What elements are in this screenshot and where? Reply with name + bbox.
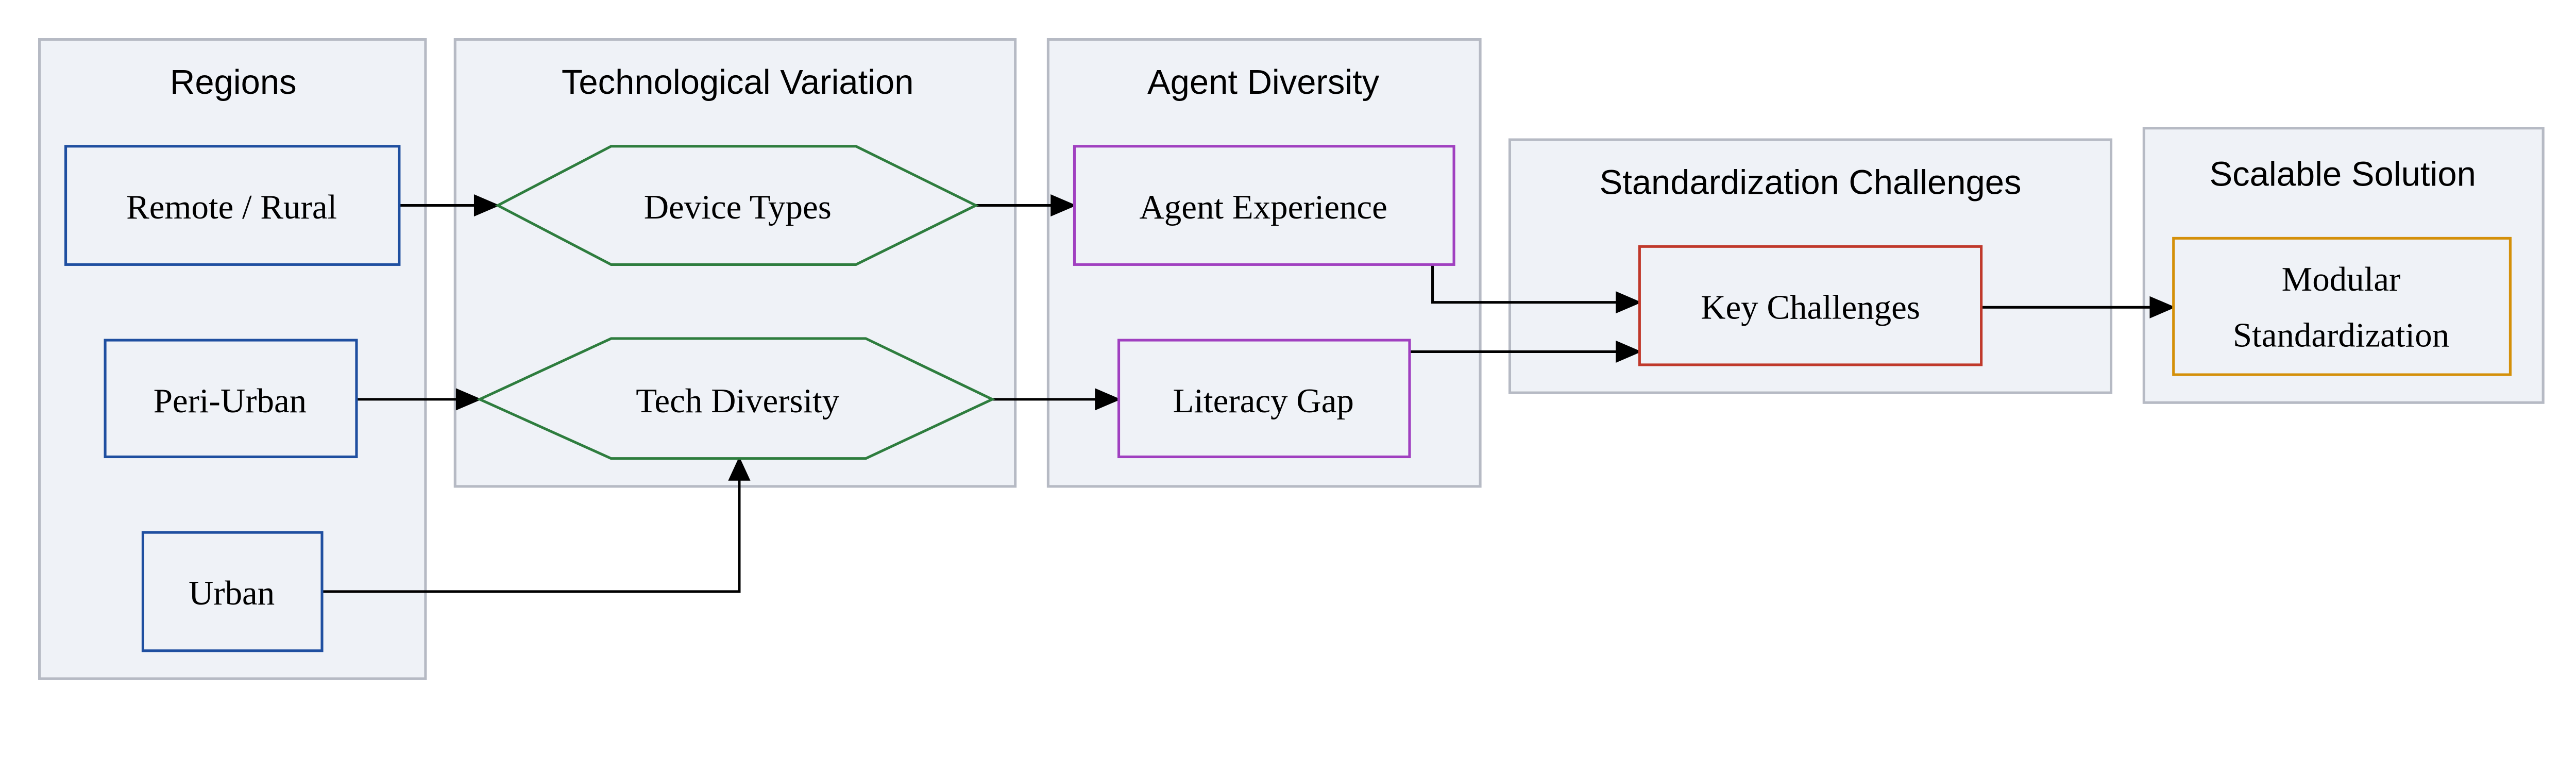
node-label: Urban bbox=[189, 574, 275, 612]
diagram: Regions Technological Variation Agent Di… bbox=[38, 38, 2545, 680]
node-label-line-2: Standardization bbox=[2233, 316, 2449, 355]
node-label: Peri-Urban bbox=[154, 382, 307, 420]
node-label: Key Challenges bbox=[1701, 288, 1920, 326]
node-label: Remote / Rural bbox=[126, 188, 337, 226]
node-label: Agent Experience bbox=[1139, 188, 1387, 226]
node-urban: Urban bbox=[141, 531, 324, 652]
edge-literacy-to-key bbox=[1409, 340, 1642, 363]
node-label: Tech Diversity bbox=[636, 382, 840, 420]
edge-device-to-agentexp bbox=[976, 194, 1077, 217]
node-label: Device Types bbox=[644, 188, 832, 226]
cluster-title-regions: Regions bbox=[170, 63, 297, 102]
node-remote-rural: Remote / Rural bbox=[64, 145, 401, 266]
node-agent-experience: Agent Experience bbox=[1073, 145, 1455, 266]
node-literacy-gap: Literacy Gap bbox=[1117, 339, 1411, 459]
node-tech-diversity: Tech Diversity bbox=[476, 337, 995, 460]
cluster-title-agent: Agent Diversity bbox=[1147, 63, 1380, 102]
edge-techdiv-to-literacy bbox=[992, 388, 1121, 411]
node-peri-urban: Peri-Urban bbox=[104, 339, 358, 459]
node-device-types: Device Types bbox=[495, 145, 979, 266]
cluster-title-tech: Technological Variation bbox=[562, 63, 914, 102]
node-key-challenges: Key Challenges bbox=[1638, 245, 1983, 366]
node-label: Literacy Gap bbox=[1173, 382, 1353, 420]
node-label-line-1: Modular bbox=[2282, 260, 2401, 298]
edge-remote-to-device bbox=[399, 194, 500, 217]
edge-peri-to-techdiv bbox=[356, 388, 482, 411]
node-modular-standardization: Modular Standardization bbox=[2172, 237, 2512, 376]
edge-key-to-modular bbox=[1981, 296, 2176, 318]
cluster-title-challenges: Standardization Challenges bbox=[1600, 163, 2022, 201]
cluster-title-solution: Scalable Solution bbox=[2209, 155, 2476, 193]
edge-agentexp-to-key bbox=[1431, 264, 1642, 314]
edge-urban-to-techdiv bbox=[321, 456, 751, 593]
